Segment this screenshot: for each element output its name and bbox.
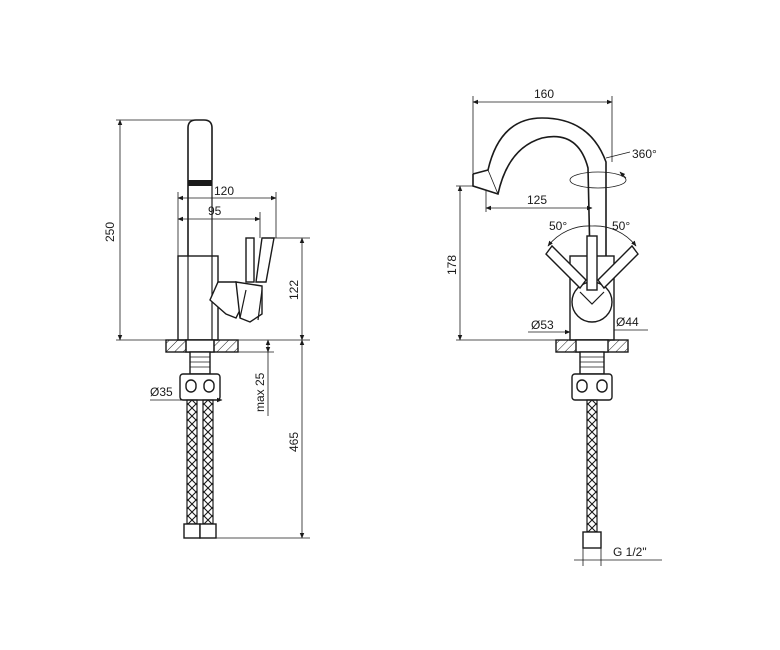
dim-angle-left: 50° <box>549 219 567 233</box>
front-hose-block <box>571 373 613 401</box>
dim-width-160: 160 <box>534 87 554 101</box>
side-hose-block <box>179 373 221 401</box>
dim-length-465: 465 <box>287 432 301 452</box>
side-handle <box>209 237 275 323</box>
front-shank <box>579 351 605 375</box>
dim-height-178: 178 <box>445 255 459 275</box>
dim-reach-95: 95 <box>208 204 222 218</box>
dim-height-250: 250 <box>103 222 117 242</box>
side-hoses <box>183 399 217 539</box>
front-spout <box>472 117 607 259</box>
front-rotation-indicator <box>569 171 627 189</box>
dim-rotation-360: 360° <box>632 147 657 161</box>
dim-thread: G 1/2" <box>613 545 647 559</box>
side-flange <box>165 339 239 353</box>
front-view: 160 360° 125 50° 50° 178 Ø53 Ø44 <box>445 87 662 566</box>
side-shank <box>189 351 211 375</box>
side-view: 250 120 95 122 max 25 465 <box>103 119 310 539</box>
dim-height-122: 122 <box>287 280 301 300</box>
dim-angle-right: 50° <box>612 219 630 233</box>
dim-diameter-44: Ø44 <box>616 315 639 329</box>
front-handle <box>545 225 639 291</box>
dim-diameter-35: Ø35 <box>150 385 173 399</box>
front-dimensions: 160 360° 125 50° 50° 178 Ø53 Ø44 <box>445 87 662 566</box>
dim-reach-125: 125 <box>527 193 547 207</box>
front-hose <box>582 399 602 549</box>
dim-diameter-53: Ø53 <box>531 318 554 332</box>
front-flange <box>555 339 629 353</box>
dim-max-25: max 25 <box>253 372 267 412</box>
dim-reach-120: 120 <box>214 184 234 198</box>
side-dimensions: 250 120 95 122 max 25 465 <box>103 119 310 539</box>
